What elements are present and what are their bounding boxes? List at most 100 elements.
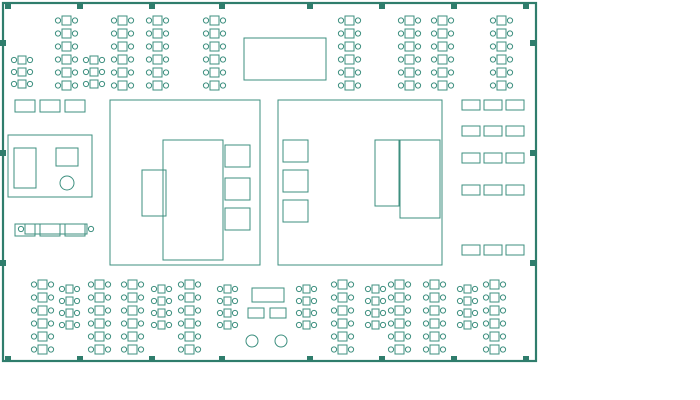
desk [344,67,355,78]
chair [137,333,145,340]
desk [483,184,503,196]
desk [152,41,163,52]
chair [194,333,202,340]
chair [499,333,507,340]
chair [110,30,118,37]
desk [404,54,415,65]
chair [404,346,412,353]
chair [506,17,514,24]
desk [94,331,105,342]
desk [127,305,138,316]
chair [104,307,112,314]
desk [157,320,166,330]
desk [344,41,355,52]
chair [47,346,55,353]
chair [87,333,95,340]
desk [404,15,415,26]
chair [47,333,55,340]
chair [499,281,507,288]
chair [127,43,135,50]
desk [489,318,500,329]
chair [330,320,338,327]
desk [371,284,380,294]
chair [482,346,490,353]
chair [87,294,95,301]
desk [117,67,128,78]
conference-area [7,134,93,198]
desk [152,28,163,39]
column [307,356,313,362]
chair [231,297,239,305]
desk [496,41,507,52]
chair [137,281,145,288]
chair [489,56,497,63]
desk [302,308,311,318]
chair [110,17,118,24]
chair [54,69,62,76]
desk [496,28,507,39]
chair [506,30,514,37]
building-outer-wall [1,1,538,363]
column [523,356,529,362]
desk [371,320,380,330]
chair [145,69,153,76]
chair [506,43,514,50]
column [149,356,155,362]
chair [354,69,362,76]
desk [463,308,472,318]
chair [165,297,173,305]
desk [152,67,163,78]
desk [483,244,503,256]
desk [89,55,99,65]
column [219,356,225,362]
chair [177,281,185,288]
chair [422,346,430,353]
chair [414,82,422,89]
desk [184,318,195,329]
desk [489,344,500,355]
chair [354,43,362,50]
chair [127,17,135,24]
chair [120,333,128,340]
chair [71,69,79,76]
chair [310,297,318,305]
chair [165,309,173,317]
column [0,150,6,156]
desk [223,284,232,294]
column [5,3,11,9]
chair [482,294,490,301]
desk [404,41,415,52]
desk [394,318,405,329]
chair [337,56,345,63]
chair [499,320,507,327]
chair [104,333,112,340]
south-open-office-workstations [17,223,507,355]
chair [506,69,514,76]
chair [379,321,387,329]
chair [137,346,145,353]
chair [506,82,514,89]
chair [177,294,185,301]
chair [202,82,210,89]
desk [152,15,163,26]
chair [489,17,497,24]
chair [404,307,412,314]
chair [489,82,497,89]
chair [145,56,153,63]
chair [58,285,66,293]
desk [344,80,355,91]
desk [404,28,415,39]
desk [302,284,311,294]
desk [209,41,220,52]
column [5,356,11,362]
chair [26,68,34,76]
chair [347,346,355,353]
desk [394,305,405,316]
chair [219,17,227,24]
chair [430,43,438,50]
chair [73,309,81,317]
chair [489,69,497,76]
desk [24,223,88,235]
desk [209,15,220,26]
column [77,3,83,9]
